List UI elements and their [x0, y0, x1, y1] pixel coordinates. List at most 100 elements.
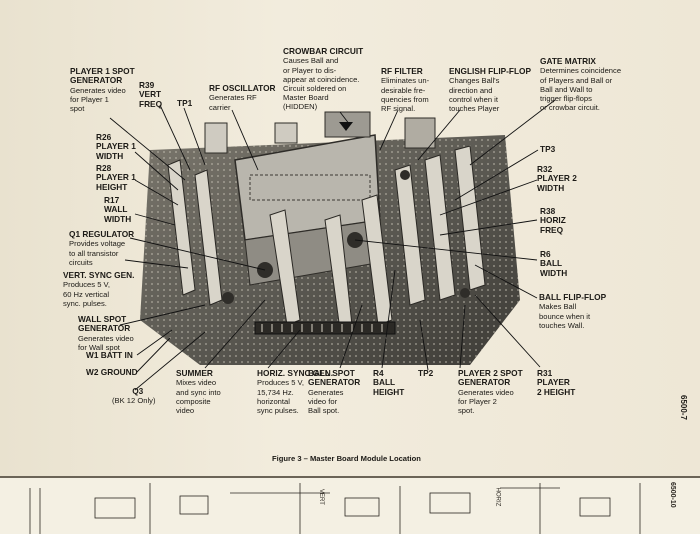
crowbar-desc-line4: Circuit soldered on	[283, 84, 347, 94]
q3-note: (BK 12 Only)	[112, 396, 156, 406]
figure-caption: Figure 3 – Master Board Module Location	[272, 454, 421, 463]
rf-filter-heading: RF FILTER	[381, 66, 423, 76]
q3-heading: Q3	[132, 386, 144, 396]
r39-line1: R39	[139, 80, 155, 90]
callout-rf-filter: RF FILTER Eliminates un- desirable fre- …	[381, 66, 430, 114]
callout-vert-sync: VERT. SYNC GEN. Produces 5 V, 60 Hz vert…	[63, 270, 135, 308]
q1-regulator-heading: Q1 REGULATOR	[69, 229, 135, 239]
player2-spot-heading-line1: PLAYER 2 SPOT	[458, 368, 523, 378]
strip-fragment-horiz: HORIZ	[494, 487, 501, 507]
callout-wall-spot: WALL SPOT GENERATOR Generates video for …	[78, 314, 134, 353]
ball-flipflop-desc-line1: Makes Ball	[539, 302, 577, 312]
callout-gate-matrix: GATE MATRIX Determines coincidence of Pl…	[540, 56, 622, 112]
callout-tp1: TP1	[177, 98, 193, 108]
next-page-number: 6500-10	[669, 482, 676, 508]
vert-sync-desc-line1: Produces 5 V,	[63, 280, 111, 290]
ball-spot-desc-line2: video for	[308, 397, 338, 407]
crowbar-desc-line6: (HIDDEN)	[283, 102, 318, 112]
callout-rf-oscillator: RF OSCILLATOR Generates RF carrier	[209, 83, 276, 112]
ball-spot-heading-line2: GENERATOR	[308, 377, 361, 388]
callout-tp2: TP2	[418, 368, 434, 378]
rf-filter-desc-line3: quencies from	[381, 94, 429, 104]
r32-line1: R32	[537, 164, 553, 174]
r6-line1: R6	[540, 249, 551, 259]
schematic-fragment	[29, 483, 641, 534]
wall-spot-desc-line1: Generates video	[78, 333, 134, 343]
r38-line1: R38	[540, 206, 556, 216]
q1-regulator-desc-line3: circuits	[69, 257, 93, 267]
player2-spot-desc-line3: spot.	[458, 406, 475, 416]
tp1-label: TP1	[177, 98, 193, 108]
rf-oscillator-desc-line1: Generates RF	[209, 93, 257, 103]
gate-matrix-desc-line2: of Players and Ball or	[540, 75, 613, 85]
english-flipflop-desc-line2: direction and	[449, 85, 493, 95]
crowbar-desc-line3: appear at coincidence.	[283, 74, 360, 84]
player2-spot-heading-line2: GENERATOR	[458, 377, 511, 388]
wall-spot-desc-line2: for Wall spot	[78, 343, 120, 353]
tp2-label: TP2	[418, 368, 434, 378]
callout-summer: SUMMER Mixes video and sync into composi…	[176, 368, 221, 416]
rf-filter-desc-line1: Eliminates un-	[381, 76, 430, 86]
player1-spot-heading-line2: GENERATOR	[70, 75, 123, 86]
callout-w2: W2 GROUND	[86, 367, 138, 377]
horiz-sync-desc-line3: horizontal	[257, 396, 290, 406]
rf-oscillator-desc-line2: carrier	[209, 102, 231, 112]
crowbar-desc-line5: Master Board	[283, 93, 329, 103]
q1-regulator-desc-line1: Provides voltage	[69, 239, 126, 249]
english-flipflop-desc-line1: Changes Ball's	[449, 76, 500, 86]
rf-oscillator-heading: RF OSCILLATOR	[209, 83, 276, 93]
gate-matrix-desc-line1: Determines coincidence	[540, 66, 622, 76]
next-page-strip: VERT HORIZ 6500-10	[0, 476, 700, 534]
callout-r31: R31 PLAYER 2 HEIGHT	[537, 368, 575, 397]
ball-flipflop-desc-line3: touches Wall.	[539, 320, 585, 330]
callout-r39: R39 VERT FREQ	[139, 80, 162, 109]
ball-flipflop-desc-line2: bounce when it	[539, 311, 591, 321]
ball-spot-desc-line1: Generates	[308, 387, 344, 397]
callout-r38: R38 HORIZ FREQ	[540, 206, 566, 235]
callout-q3: Q3 (BK 12 Only)	[112, 386, 155, 406]
english-flipflop-desc-line3: control when it	[449, 94, 498, 104]
r6-line3: WIDTH	[540, 267, 568, 278]
callout-player2-spot: PLAYER 2 SPOT GENERATOR Generates video …	[458, 368, 523, 416]
vert-sync-heading: VERT. SYNC GEN.	[63, 270, 135, 280]
callout-player1-spot: PLAYER 1 SPOT GENERATOR Generates video …	[70, 66, 135, 113]
r32-line2: PLAYER 2	[537, 173, 577, 184]
gate-matrix-heading: GATE MATRIX	[540, 56, 596, 66]
r26-line3: WIDTH	[96, 150, 124, 161]
r31-line1: R31	[537, 368, 553, 378]
strip-fragment-vert: VERT	[317, 489, 324, 505]
summer-desc-line4: video	[176, 406, 195, 416]
player2-spot-desc-line2: for Player 2	[458, 397, 497, 407]
r17-line2: WALL	[104, 204, 128, 215]
callout-r17: R17 WALL WIDTH	[104, 195, 131, 224]
callout-r32: R32 PLAYER 2 WIDTH	[537, 164, 577, 193]
callout-r4: R4 BALL HEIGHT	[373, 368, 404, 397]
w2-label: W2 GROUND	[86, 367, 138, 377]
player1-spot-heading-line1: PLAYER 1 SPOT	[70, 66, 135, 76]
page-number: 6500-7	[679, 395, 688, 420]
wall-spot-heading-line1: WALL SPOT	[78, 314, 127, 324]
summer-desc-line3: composite	[176, 396, 211, 406]
crowbar-desc-line2: or Player to dis-	[283, 65, 337, 75]
vert-sync-desc-line2: 60 Hz vertical	[63, 289, 110, 299]
rf-filter-desc-line4: RF signal.	[381, 104, 416, 114]
r39-line2: VERT	[139, 89, 162, 100]
r26-line1: R26	[96, 132, 112, 142]
callout-tp3: TP3	[540, 144, 555, 154]
crowbar-desc-line1: Causes Ball and	[283, 56, 339, 66]
q1-regulator-desc-line2: to all transistor	[69, 248, 119, 258]
r26-line2: PLAYER 1	[96, 141, 136, 152]
summer-desc-line1: Mixes video	[176, 378, 217, 388]
callout-r28: R28 PLAYER 1 HEIGHT	[96, 163, 136, 192]
r38-line2: HORIZ	[540, 215, 566, 226]
callout-english-flipflop: ENGLISH FLIP-FLOP Changes Ball's directi…	[449, 66, 531, 114]
vert-sync-desc-line3: sync. pulses.	[63, 298, 107, 308]
crowbar-heading: CROWBAR CIRCUIT	[283, 46, 364, 56]
callout-r26: R26 PLAYER 1 WIDTH	[96, 132, 136, 161]
ball-spot-heading-line1: BALL SPOT	[308, 368, 355, 378]
gate-matrix-desc-line3: Ball and Wall to	[540, 84, 593, 94]
english-flipflop-desc-line4: touches Player	[449, 104, 500, 114]
r17-line1: R17	[104, 195, 120, 205]
